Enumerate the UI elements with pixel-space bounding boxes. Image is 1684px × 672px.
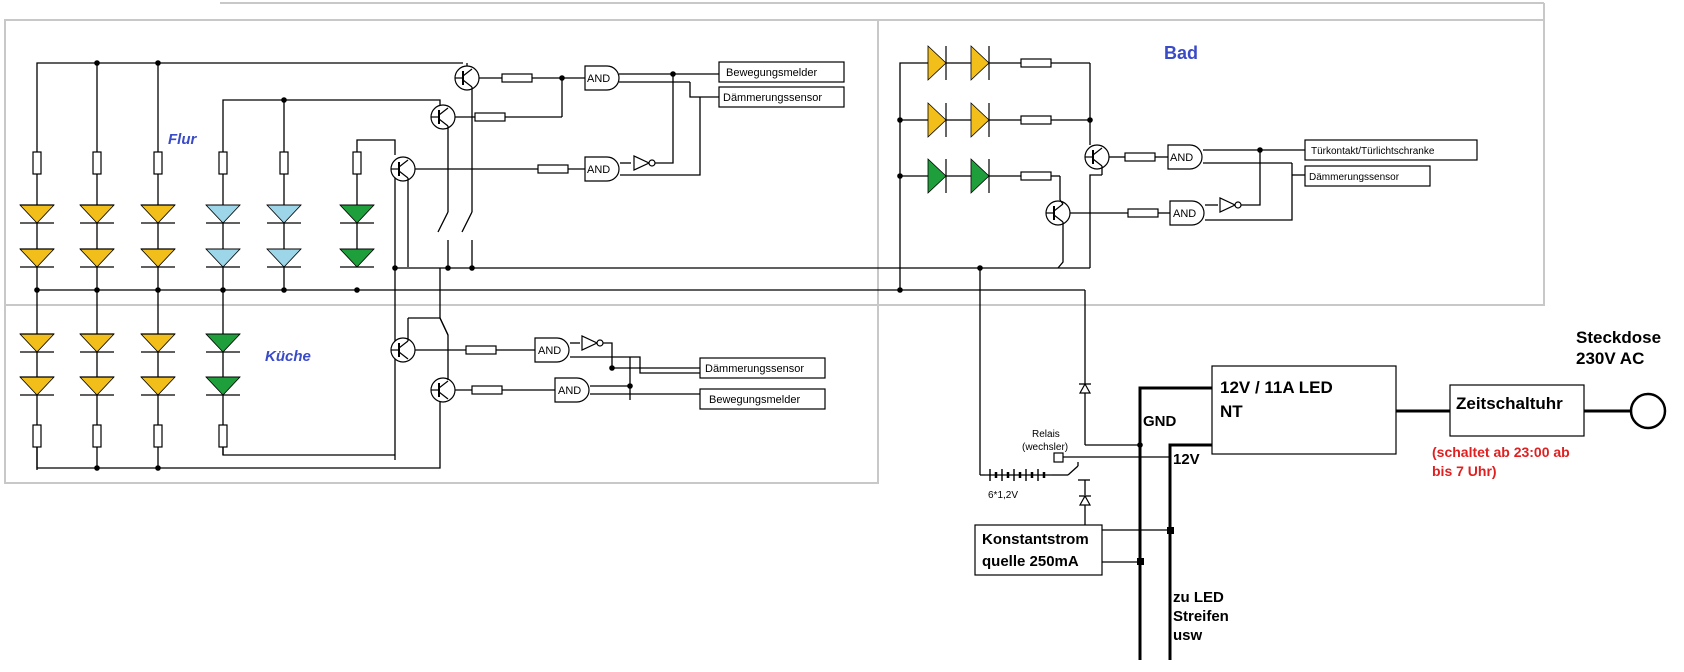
relay-switch: Relais (wechsler): [1022, 429, 1140, 481]
led-yellow: [79, 204, 115, 224]
sensor-box-motion: Bewegungsmelder: [718, 61, 845, 83]
timer-note: (schaltet ab 23:00 ab: [1432, 444, 1570, 460]
sensor-box-motion: Bewegungsmelder: [699, 388, 826, 410]
svg-text:quelle 250mA: quelle 250mA: [982, 553, 1079, 570]
svg-text:usw: usw: [1173, 627, 1203, 644]
flur-section: Flur: [19, 60, 1090, 460]
sensor-box-dusk: Dämmerungssensor: [1304, 165, 1431, 187]
svg-text:Bewegungsmelder: Bewegungsmelder: [709, 394, 800, 406]
svg-text:AND: AND: [587, 164, 610, 176]
svg-text:Konstantstrom: Konstantstrom: [982, 531, 1089, 548]
led-yellow: [19, 333, 55, 353]
led-blue: [205, 204, 241, 224]
svg-text:NT: NT: [1220, 402, 1243, 421]
led-green: [339, 248, 375, 268]
svg-text:Bewegungsmelder: Bewegungsmelder: [726, 67, 817, 79]
socket-icon: [1629, 392, 1667, 430]
led-yellow: [19, 248, 55, 268]
timer-box: Zeitschaltuhr: [1449, 384, 1585, 437]
svg-text:Relais: Relais: [1032, 429, 1060, 440]
timer-note: bis 7 Uhr): [1432, 463, 1497, 479]
kueche-section: Küche AND AND Dämm: [19, 268, 826, 471]
constant-current-source: Konstantstrom quelle 250mA: [974, 524, 1103, 576]
12v-label: 12V: [1173, 451, 1200, 468]
led-blue: [205, 248, 241, 268]
led-strip-label: zu LED Streifen usw: [1173, 589, 1229, 644]
led-green: [205, 376, 241, 396]
led-yellow: [970, 102, 990, 138]
room-label-bad: Bad: [1164, 43, 1198, 63]
bad-section: Bad AND AND Türk: [897, 43, 1478, 293]
room-label-flur: Flur: [168, 131, 197, 148]
frame-bad: [877, 19, 1545, 306]
led-yellow: [927, 45, 947, 81]
svg-text:(wechsler): (wechsler): [1022, 442, 1068, 453]
led-blue: [266, 248, 302, 268]
power-supply: 12V / 11A LED NT: [1211, 365, 1397, 455]
svg-text:Dämmerungssensor: Dämmerungssensor: [1309, 172, 1400, 183]
svg-text:AND: AND: [1173, 208, 1196, 220]
svg-text:Dämmerungssensor: Dämmerungssensor: [723, 92, 822, 104]
sensor-box-door: Türkontakt/Türlichtschranke: [1304, 139, 1478, 161]
svg-text:12V / 11A LED: 12V / 11A LED: [1220, 378, 1333, 397]
battery-label: 6*1,2V: [988, 490, 1018, 501]
svg-text:230V AC: 230V AC: [1576, 349, 1644, 368]
led-yellow: [79, 248, 115, 268]
svg-text:AND: AND: [587, 73, 610, 85]
and-gate: AND: [584, 65, 620, 91]
svg-text:zu LED: zu LED: [1173, 589, 1224, 606]
led-green: [205, 333, 241, 353]
svg-text:AND: AND: [538, 345, 561, 357]
led-yellow: [79, 333, 115, 353]
inverter: [633, 155, 656, 171]
frame-kueche: [4, 304, 879, 484]
inverter: [581, 335, 604, 351]
and-gate: AND: [534, 337, 570, 363]
svg-text:Türkontakt/Türlichtschranke: Türkontakt/Türlichtschranke: [1311, 146, 1435, 157]
led-yellow: [970, 45, 990, 81]
led-yellow: [19, 204, 55, 224]
sensor-box-dusk: Dämmerungssensor: [699, 357, 826, 379]
battery: 6*1,2V: [985, 469, 1052, 501]
svg-text:Zeitschaltuhr: Zeitschaltuhr: [1456, 394, 1563, 413]
led-yellow: [140, 333, 176, 353]
power-section: 6*1,2V Relais (wechsler) Konstantstrom q…: [974, 265, 1667, 660]
inverter: [1219, 197, 1242, 213]
svg-text:Dämmerungssensor: Dämmerungssensor: [705, 363, 804, 375]
gnd-label: GND: [1143, 413, 1177, 430]
sensor-box-dusk: Dämmerungssensor: [718, 86, 845, 108]
and-gate: AND: [1167, 144, 1203, 170]
svg-text:Streifen: Streifen: [1173, 608, 1229, 625]
led-blue: [266, 204, 302, 224]
led-yellow: [927, 102, 947, 138]
svg-text:AND: AND: [1170, 152, 1193, 164]
socket-label: Steckdose 230V AC: [1576, 328, 1661, 368]
and-gate: AND: [584, 156, 620, 182]
and-gate: AND: [554, 377, 590, 403]
svg-text:Steckdose: Steckdose: [1576, 328, 1661, 347]
led-yellow: [79, 376, 115, 396]
and-gate: AND: [1169, 200, 1205, 226]
led-yellow: [140, 248, 176, 268]
room-label-kueche: Küche: [265, 348, 311, 365]
led-yellow: [140, 204, 176, 224]
led-yellow: [19, 376, 55, 396]
svg-text:AND: AND: [558, 385, 581, 397]
led-green: [970, 158, 990, 194]
led-green: [927, 158, 947, 194]
led-green: [339, 204, 375, 224]
led-yellow: [140, 376, 176, 396]
